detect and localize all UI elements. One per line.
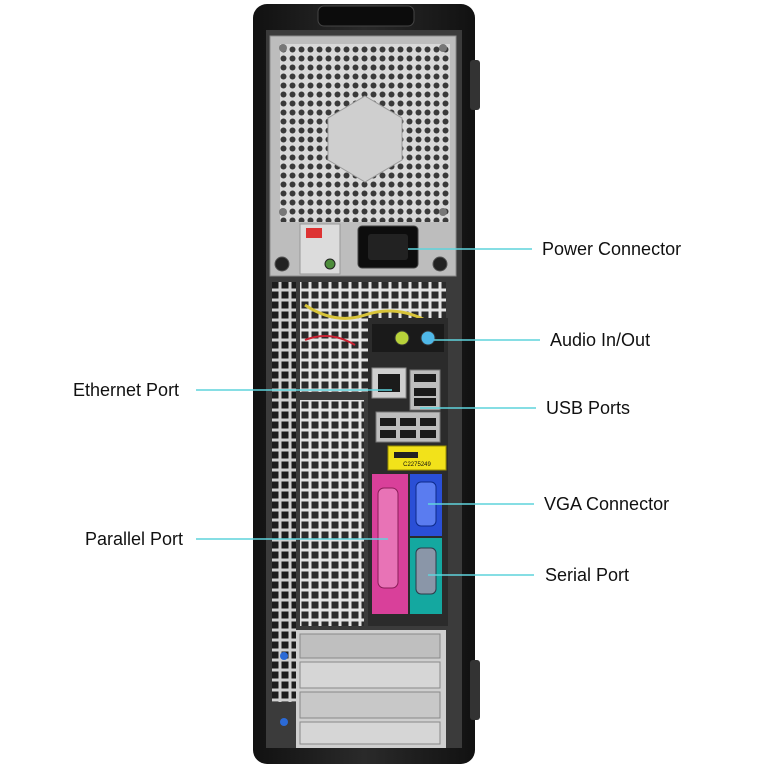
callout-ethernet-port: Ethernet Port <box>73 380 180 400</box>
audio-in-jack <box>420 330 436 346</box>
service-tag-code: C2275249 <box>403 462 431 468</box>
expansion-slot-covers <box>280 630 446 748</box>
parallel-port <box>377 487 399 589</box>
callout-usb-ports: USB Ports <box>546 398 631 418</box>
serial-port <box>415 547 437 595</box>
callout-vga-connector: VGA Connector <box>544 494 670 514</box>
lower-vent-grille <box>300 400 364 626</box>
audio-out-jack <box>394 330 410 346</box>
callout-audio-in-out: Audio In/Out <box>550 330 651 350</box>
callout-parallel-port: Parallel Port <box>85 529 184 549</box>
callout-lines <box>196 248 540 576</box>
power-supply-unit <box>269 35 457 277</box>
side-vent-grille <box>272 282 296 702</box>
callout-serial-port: Serial Port <box>545 565 630 585</box>
callout-power-connector: Power Connector <box>542 239 682 259</box>
io-panel: C2275249 <box>368 318 448 626</box>
ethernet-jack <box>371 367 407 399</box>
